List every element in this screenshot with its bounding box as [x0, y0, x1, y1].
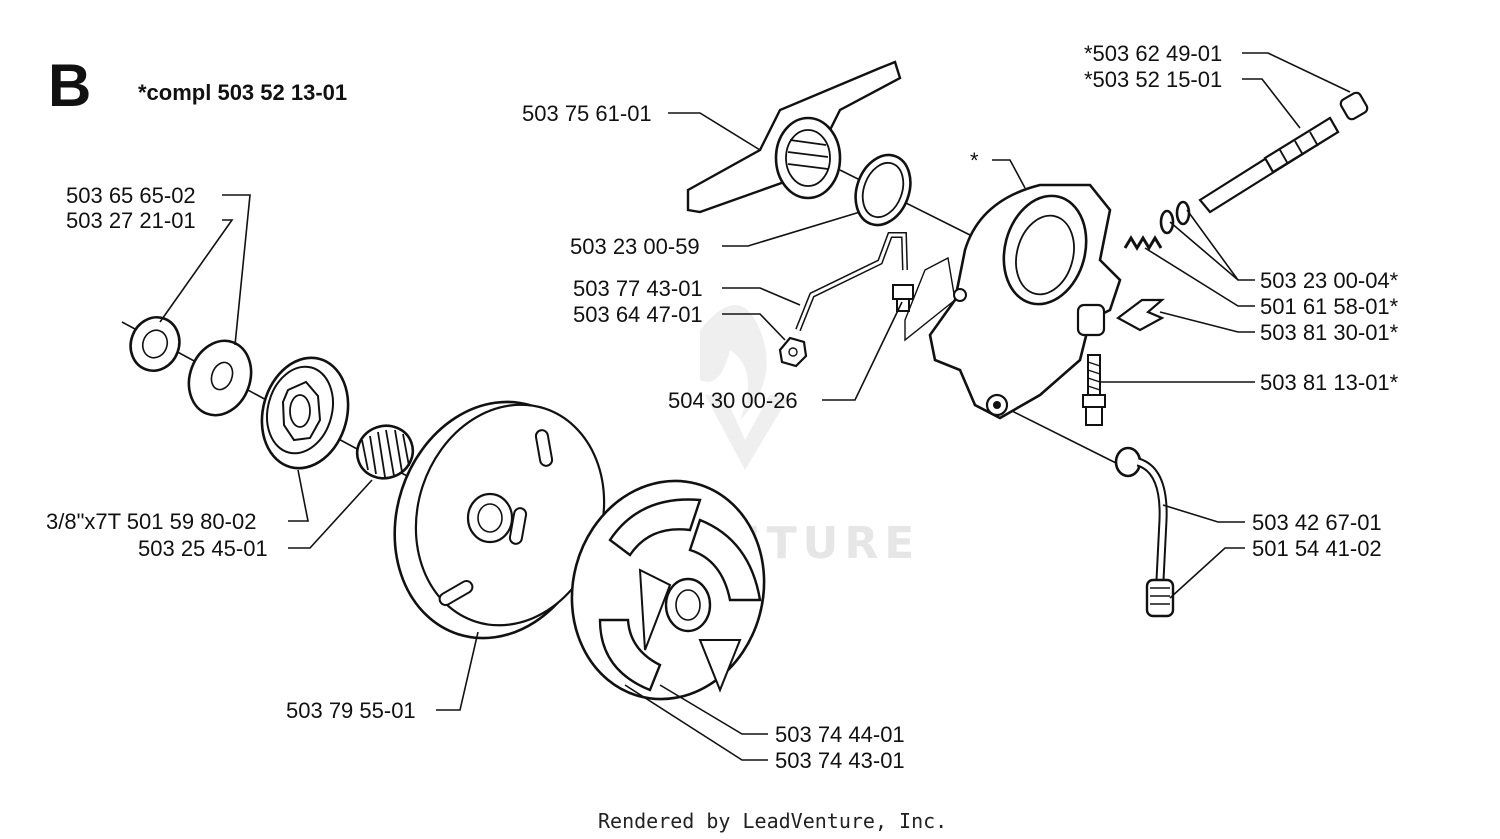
label-503-42-67-01: 503 42 67-01	[1252, 510, 1382, 535]
oil-pipe-part	[795, 232, 908, 332]
label-503-27-21-01: 503 27 21-01	[66, 208, 196, 233]
label-503-81-30-01: 503 81 30-01*	[1260, 320, 1399, 345]
rim-sprocket-part	[260, 356, 350, 470]
washers-part	[1159, 200, 1191, 235]
washer-part	[187, 339, 253, 417]
needle-bearing-part	[355, 424, 415, 480]
spring-part	[1123, 235, 1163, 251]
label-503-62-49-01: *503 62 49-01	[1084, 41, 1222, 66]
label-501-59-80-02: 3/8"x7T 501 59 80-02	[46, 509, 256, 534]
o-ring-part	[854, 153, 912, 227]
label-503-23-00-04: 503 23 00-04*	[1260, 268, 1399, 293]
label-501-61-58-01: 501 61 58-01*	[1260, 294, 1399, 319]
pump-piston-part	[1198, 116, 1340, 214]
label-503-65-65-02: 503 65 65-02	[66, 183, 196, 208]
label-501-54-41-02: 501 54 41-02	[1252, 536, 1382, 561]
section-letter: B	[48, 52, 91, 119]
label-503-79-55-01: 503 79 55-01	[286, 698, 416, 723]
pump-cap-part	[1339, 91, 1369, 121]
circlip-part	[129, 316, 181, 372]
label-503-52-15-01: *503 52 15-01	[1084, 67, 1222, 92]
clutch-drum-part	[393, 400, 606, 640]
label-star: *	[970, 148, 979, 173]
oil-hose-part	[1114, 446, 1168, 581]
label-503-23-00-59: 503 23 00-59	[570, 234, 700, 259]
label-504-30-00-26: 504 30 00-26	[668, 388, 798, 413]
label-503-25-45-01: 503 25 45-01	[138, 536, 268, 561]
oil-filter-part	[1145, 578, 1175, 618]
label-503-74-43-01: 503 74 43-01	[775, 748, 905, 773]
pump-drive-part	[686, 60, 902, 214]
label-503-77-43-01: 503 77 43-01	[573, 276, 703, 301]
leader-lines	[159, 52, 1351, 761]
label-503-64-47-01: 503 64 47-01	[573, 302, 703, 327]
label-503-75-61-01: 503 75 61-01	[522, 101, 652, 126]
clip-part	[1115, 298, 1165, 332]
pump-housing-part	[904, 183, 1122, 420]
kit-note: *compl 503 52 13-01	[138, 80, 347, 105]
label-503-74-44-01: 503 74 44-01	[775, 722, 905, 747]
clutch-shoe-part	[570, 479, 766, 701]
footer-credit: Rendered by LeadVenture, Inc.	[598, 809, 947, 833]
nut-part	[778, 336, 808, 368]
label-503-81-13-01: 503 81 13-01*	[1260, 370, 1399, 395]
adjust-screw-part	[1082, 354, 1106, 426]
